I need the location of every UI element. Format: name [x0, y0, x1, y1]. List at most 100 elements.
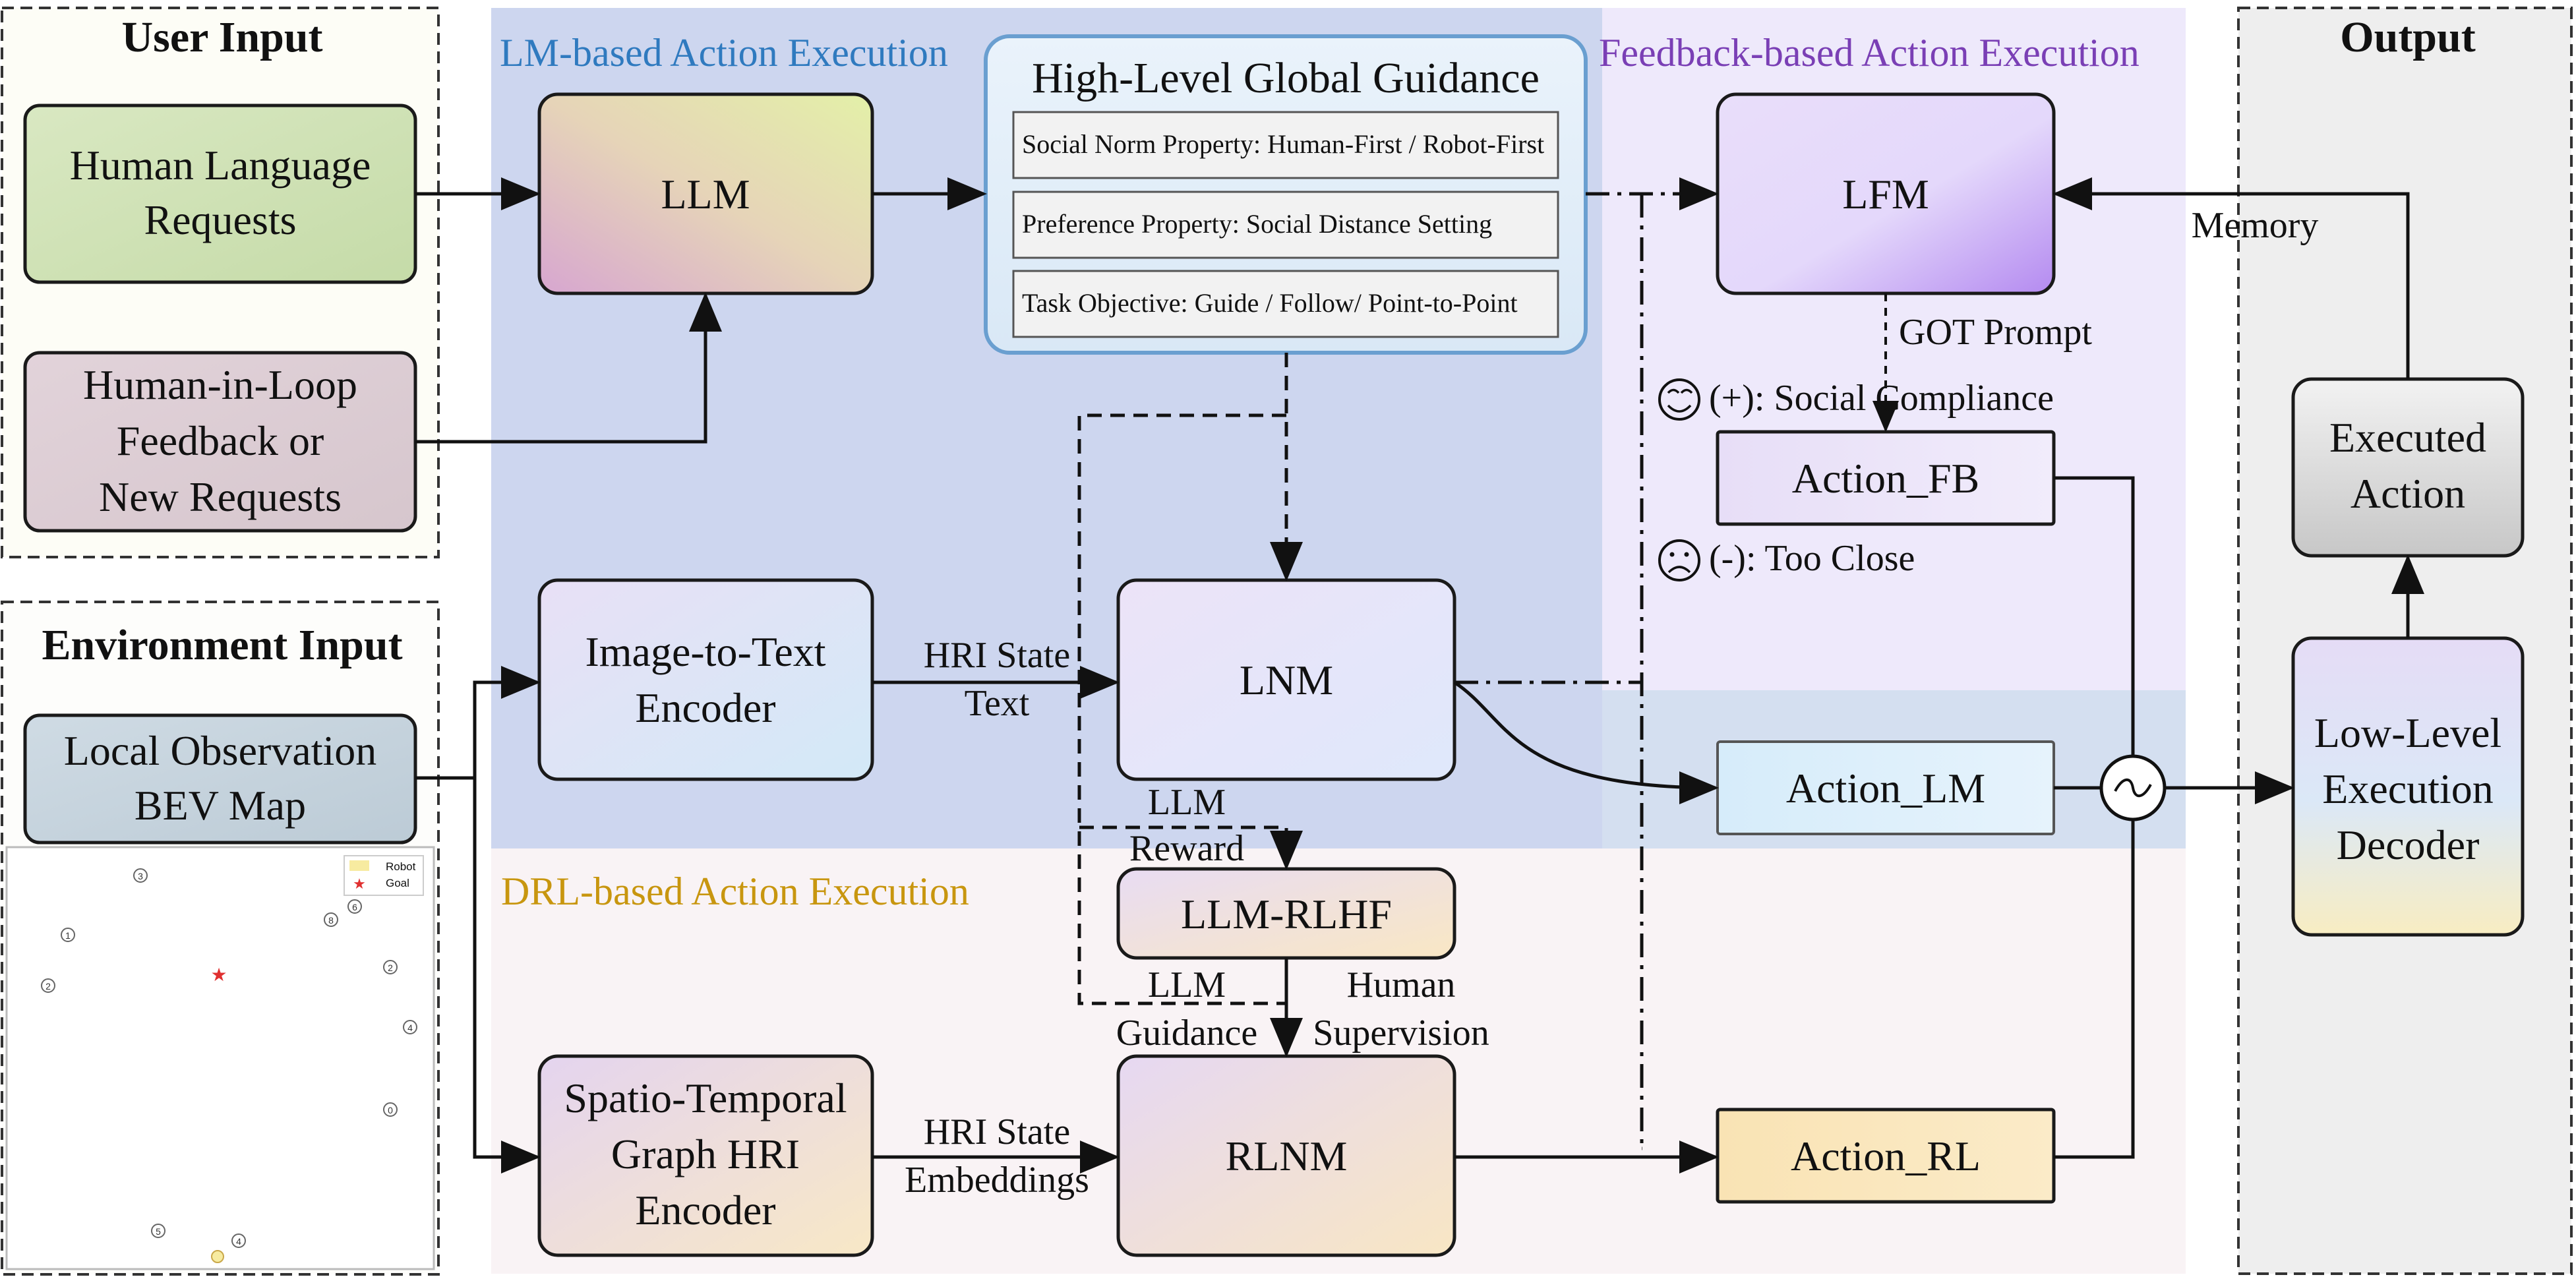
svg-text:1: 1	[65, 930, 71, 941]
human-in-loop-line-2: Feedback or	[117, 417, 324, 464]
stg-hri-encoder-node: Spatio-Temporal Graph HRI Encoder	[537, 1054, 874, 1257]
robot-marker	[211, 1250, 224, 1263]
negative-feedback-label: (-): Too Close	[1709, 538, 1915, 579]
feedback-based-title: Feedback-based Action Execution	[1599, 31, 2140, 74]
output-title: Output	[2340, 13, 2475, 61]
svg-text:5: 5	[156, 1226, 161, 1237]
edge-label-human-supervision-1: Human	[1347, 965, 1456, 1005]
bev-agent: 4	[403, 1020, 417, 1034]
svg-text:8: 8	[328, 915, 334, 926]
svg-text:6: 6	[352, 902, 357, 912]
goal-legend-star-icon: ★	[353, 876, 366, 893]
merge-node	[2099, 754, 2167, 821]
edge-label-got-prompt: GOT Prompt	[1899, 312, 2092, 353]
llm-label: LLM	[661, 171, 750, 218]
bev-agent: 2	[383, 960, 398, 974]
positive-feedback: (+): Social Compliance	[1658, 378, 2054, 421]
edge-observation-to-stg-encoder	[473, 778, 541, 1173]
decoder-line-3: Decoder	[2337, 821, 2480, 868]
lfm-label: LFM	[1842, 171, 1929, 218]
decoder-line-1: Low-Level	[2314, 709, 2501, 756]
svg-text:4: 4	[407, 1023, 413, 1033]
edge-memory-to-lfm	[2052, 177, 2410, 379]
edge-label-llm-guidance-1: LLM	[1148, 965, 1226, 1005]
bev-agent: 0	[383, 1102, 398, 1117]
environment-input-title: Environment Input	[42, 621, 402, 669]
guidance-item-task-objective: Task Objective: Guide / Follow/ Point-to…	[1022, 288, 1518, 318]
action-lm-label: Action_LM	[1786, 765, 1985, 812]
edge-label-hri-embeddings-2: Embeddings	[905, 1160, 1089, 1201]
edge-label-human-supervision-2: Supervision	[1313, 1013, 1489, 1054]
llm-node: LLM	[537, 92, 874, 295]
svg-text:4: 4	[236, 1236, 241, 1247]
robot-legend-swatch	[349, 860, 369, 871]
bev-agent: 4	[231, 1233, 246, 1248]
goal-star-icon: ★	[210, 964, 227, 986]
executed-action-line-2: Action	[2351, 470, 2465, 517]
edge-llm-guidance-to-rlhf	[1077, 413, 1286, 1005]
image-to-text-line-1: Image-to-Text	[585, 628, 825, 675]
svg-text:2: 2	[45, 981, 51, 992]
action-fb-label: Action_FB	[1792, 455, 1979, 502]
edge-feedback-to-llm	[415, 292, 722, 444]
rlnm-node: RLNM	[1116, 1054, 1456, 1257]
svg-text:3: 3	[138, 871, 143, 881]
guidance-item-box	[1012, 270, 1559, 338]
edge-label-hri-state-text-1: HRI State	[924, 635, 1070, 676]
action-rl-node: Action_RL	[1716, 1108, 2056, 1204]
action-fb-node: Action_FB	[1716, 430, 2056, 526]
svg-text:2: 2	[388, 963, 393, 973]
stg-encoder-line-3: Encoder	[635, 1187, 775, 1233]
human-language-line-2: Requests	[144, 196, 296, 243]
edge-label-memory: Memory	[2192, 205, 2319, 246]
bev-agent: 6	[347, 899, 362, 914]
edge-label-llm-reward-1: LLM	[1148, 782, 1226, 823]
bev-agent: 2	[41, 978, 55, 993]
local-observation-line-1: Local Observation	[64, 727, 377, 774]
llm-rlhf-label: LLM-RLHF	[1181, 891, 1392, 937]
stg-encoder-line-1: Spatio-Temporal	[564, 1075, 847, 1121]
llm-rlhf-node: LLM-RLHF	[1116, 867, 1456, 960]
human-language-line-1: Human Language	[70, 142, 371, 189]
decoder-line-2: Execution	[2322, 765, 2493, 812]
negative-feedback: (-): Too Close	[1658, 538, 1915, 581]
edge-lnm-to-action-lm	[1453, 680, 1719, 804]
guidance-item-box	[1012, 111, 1559, 179]
svg-text:0: 0	[388, 1105, 393, 1115]
edge-label-llm-guidance-2: Guidance	[1116, 1013, 1258, 1054]
human-in-loop-line-3: New Requests	[99, 473, 342, 520]
low-level-decoder-node: Low-Level Execution Decoder	[2291, 636, 2525, 937]
robot-legend-label: Robot	[386, 860, 416, 873]
edges	[415, 177, 2424, 1173]
smiling-face-icon	[1658, 378, 1700, 421]
high-level-guidance-node: High-Level Global Guidance Social Norm P…	[984, 34, 1588, 355]
edge-label-hri-embeddings-1: HRI State	[924, 1112, 1070, 1152]
bev-agent: 1	[61, 928, 75, 942]
sad-face-icon	[1658, 539, 1700, 581]
edge-label-hri-state-text-2: Text	[965, 683, 1030, 724]
edge-action-fb-to-merge	[2054, 476, 2135, 761]
edge-action-rl-to-merge	[2054, 814, 2135, 1159]
executed-action-node: Executed Action	[2291, 377, 2525, 558]
human-language-node: Human Language Requests	[23, 104, 417, 284]
lnm-node: LNM	[1116, 578, 1456, 781]
bev-agent: 3	[133, 868, 148, 883]
local-observation-node: Local Observation BEV Map	[23, 713, 417, 845]
bev-map: Robot ★ Goal ★ 3 1 2 6 8 2 4 0 5 4	[5, 846, 435, 1270]
user-input-title: User Input	[121, 13, 322, 61]
edge-llm-reward-to-rlhf	[1079, 825, 1303, 870]
action-lm-node: Action_LM	[1716, 740, 2055, 835]
rlnm-label: RLNM	[1226, 1133, 1348, 1179]
positive-feedback-label: (+): Social Compliance	[1709, 378, 2054, 419]
local-observation-line-2: BEV Map	[135, 782, 306, 829]
human-in-loop-node: Human-in-Loop Feedback or New Requests	[23, 351, 417, 533]
stg-encoder-line-2: Graph HRI	[611, 1131, 800, 1177]
action-rl-label: Action_RL	[1791, 1133, 1981, 1179]
guidance-title: High-Level Global Guidance	[1032, 54, 1540, 102]
lm-based-title: LM-based Action Execution	[500, 31, 948, 74]
bev-agent: 5	[151, 1224, 165, 1238]
lfm-node: LFM	[1716, 92, 2056, 295]
bev-map-legend: Robot ★ Goal	[344, 855, 424, 896]
bev-map-frame	[5, 846, 435, 1270]
